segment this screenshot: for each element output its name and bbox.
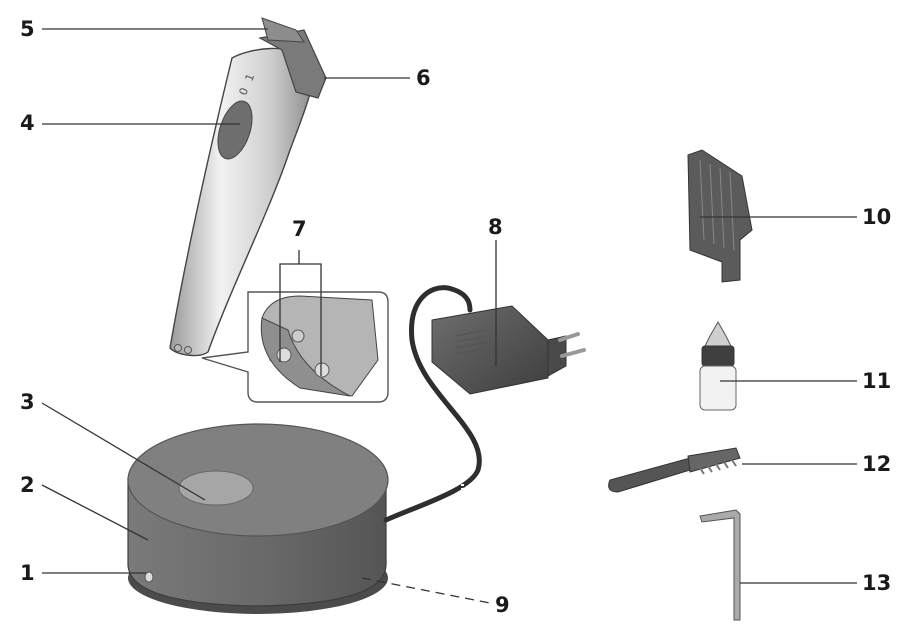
callout-3: 3 xyxy=(20,390,35,414)
callout-1: 1 xyxy=(20,561,35,585)
charging-stand xyxy=(127,423,389,614)
oil-bottle xyxy=(699,320,737,411)
callout-9: 9 xyxy=(495,593,510,617)
callout-13: 13 xyxy=(862,571,892,595)
comb-attachment xyxy=(687,149,753,283)
cleaning-brush xyxy=(608,447,741,493)
hex-key xyxy=(699,509,741,621)
callout-6: 6 xyxy=(416,66,431,90)
callout-10: 10 xyxy=(862,205,892,229)
power-adapter xyxy=(383,285,586,523)
contacts-detail-inset xyxy=(201,291,389,403)
callout-2: 2 xyxy=(20,473,35,497)
trimmer: 1 0 xyxy=(169,17,327,357)
callout-8: 8 xyxy=(488,215,503,239)
callout-11: 11 xyxy=(862,369,892,393)
callout-12: 12 xyxy=(862,452,892,476)
switch-off-mark: 0 xyxy=(237,86,252,97)
callout-7: 7 xyxy=(292,217,307,241)
switch-on-mark: 1 xyxy=(243,72,258,83)
leader-lines xyxy=(41,28,857,604)
callout-5: 5 xyxy=(20,17,35,41)
callout-4: 4 xyxy=(20,111,35,135)
